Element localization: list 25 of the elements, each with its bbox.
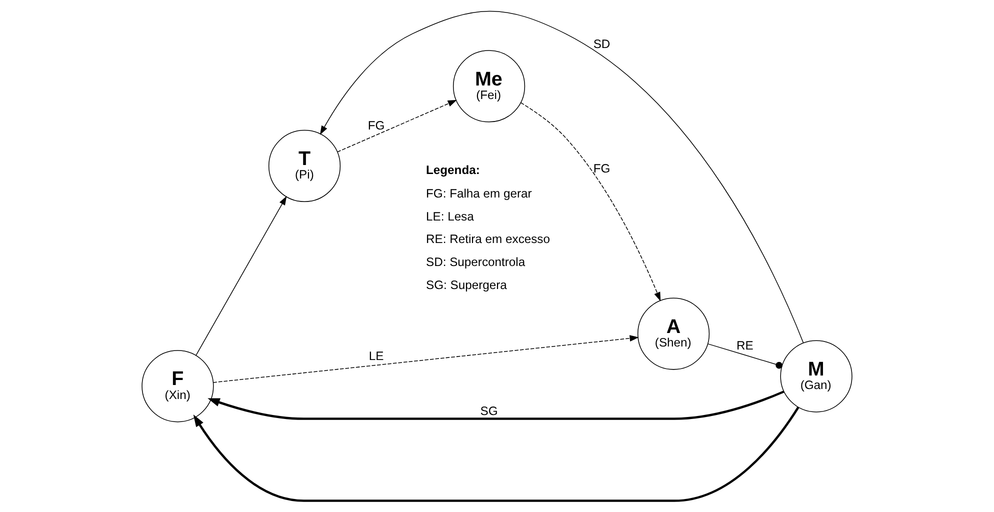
node-circle: T (Pi) (268, 130, 341, 202)
legend-label: FG: Falha em gerar (426, 186, 532, 201)
node-circle: F (Xin) (142, 350, 214, 422)
arrow (196, 196, 287, 356)
legend-label: LE: Lesa (426, 209, 474, 224)
arrow (320, 10, 804, 344)
edge-label: LE (368, 349, 384, 364)
edge-label: RE (736, 338, 754, 353)
arrow (208, 390, 784, 420)
edge-label: SG (480, 404, 498, 418)
edge-label: FG (368, 118, 385, 132)
legend-label: RE: Retira em excesso (426, 232, 550, 246)
node-circle: M (Gan) (780, 340, 852, 412)
node-circle: Me (Fei) (452, 50, 526, 122)
label: Legenda: (426, 163, 480, 178)
arrow (193, 406, 800, 502)
connector (708, 344, 782, 369)
legend-label: SD: Supercontrola (426, 255, 526, 270)
edge-label: SD (593, 37, 610, 52)
legend-label: SG: Supergera (426, 278, 507, 292)
arrow (520, 102, 661, 302)
edge-label: FG (593, 162, 610, 176)
arrow (212, 335, 639, 383)
node-circle: A (Shen) (637, 298, 710, 370)
arrow (336, 100, 457, 152)
